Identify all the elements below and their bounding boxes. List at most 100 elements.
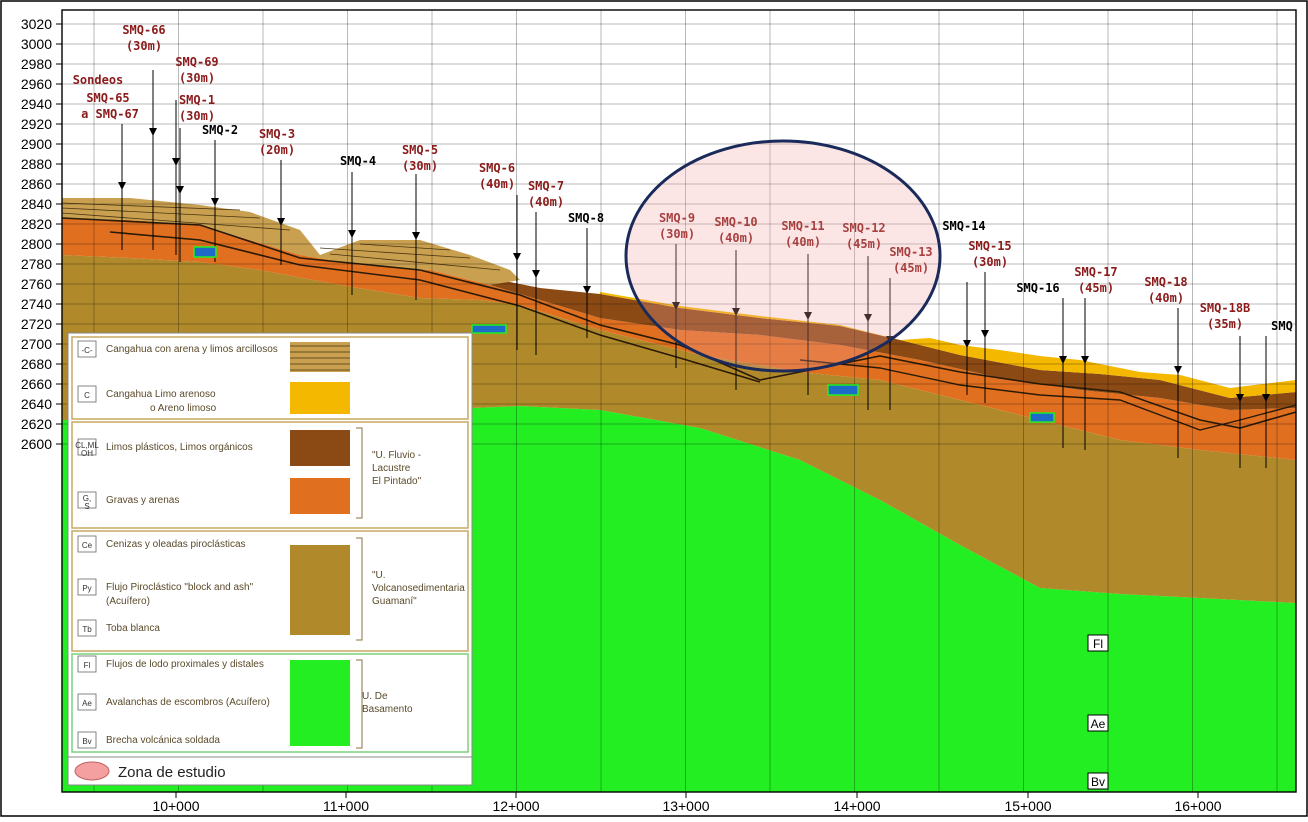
legend-code-box — [77, 491, 97, 509]
borehole-arrow — [211, 198, 219, 206]
borehole-arrow — [963, 340, 971, 348]
legend-swatch — [290, 478, 350, 514]
legend-row: Ce Cenizas y oleadas piroclásticas — [77, 535, 350, 635]
borehole-arrow — [532, 270, 540, 278]
plot-frame — [61, 9, 1297, 793]
borehole-a-smq-67: a SMQ-67 — [81, 107, 139, 250]
x-tick-label: 16+000 — [1174, 798, 1221, 814]
borehole-arrow — [1236, 394, 1244, 402]
borehole-name: SMQ-65 — [86, 91, 129, 105]
borehole-smq-69: SMQ-69 (30m) — [172, 55, 219, 255]
legend-bracket — [356, 537, 363, 641]
legend-code: Py — [82, 584, 91, 593]
x-tick-label: 10+000 — [152, 798, 199, 814]
legend-code: Ce — [82, 541, 93, 550]
borehole-name: Sondeos — [73, 73, 124, 87]
borehole-name: SMQ-17 — [1074, 265, 1117, 279]
y-tick-label: 2860 — [21, 176, 52, 192]
zona-label: Zona de estudio — [118, 764, 226, 781]
borehole-arrow — [513, 253, 521, 261]
legend-label: Cangahua Limo arenoso — [106, 389, 216, 400]
legend-code-box — [77, 535, 97, 553]
legend-bracket — [356, 659, 363, 749]
borehole-name: SMQ-4 — [340, 154, 376, 168]
borehole-smq-65: SMQ-65 — [86, 91, 129, 105]
y-tick-label: 2780 — [21, 256, 52, 272]
borehole-name: SMQ-6 — [479, 161, 515, 175]
water-marker — [827, 384, 859, 396]
group-line-1: "U. Fluvio - — [372, 450, 421, 461]
x-tick-label: 13+000 — [662, 798, 709, 814]
borehole-depth: (35m) — [1207, 317, 1243, 331]
y-tick-label: 2660 — [21, 376, 52, 392]
borehole-smq-18b: SMQ-18B(35m) — [1200, 301, 1250, 468]
legend-label-2: (Acuífero) — [106, 596, 150, 607]
borehole-arrow — [1174, 366, 1182, 374]
borehole-depth: (45m) — [1078, 281, 1114, 295]
legend-code-box — [77, 340, 97, 358]
borehole-smq-2: SMQ-2 — [202, 123, 238, 262]
borehole-name: SMQ-18 — [1144, 275, 1187, 289]
legend-label: Cenizas y oleadas piroclásticas — [106, 539, 246, 550]
grid — [62, 10, 1296, 792]
legend-code-box — [77, 385, 97, 403]
borehole-arrow — [981, 330, 989, 338]
water-marker — [1029, 412, 1055, 423]
legend-bracket — [356, 427, 363, 519]
borehole-name: SMQ-2 — [202, 123, 238, 137]
legend-label: Cangahua con arena y limos arcillosos — [106, 344, 278, 355]
borehole-smq-13: SMQ-13(45m) — [886, 245, 933, 410]
group-line-2: Volcanosedimentaria — [372, 583, 465, 594]
borehole-depth: (30m) — [972, 255, 1008, 269]
legend-code: Ae — [82, 699, 92, 708]
legend-label: Flujo Piroclástico "block and ash" — [106, 582, 254, 593]
legend-label-2: o Areno limoso — [150, 403, 217, 414]
legend-code: Bv — [82, 737, 91, 746]
borehole-smq-3: SMQ-3(20m) — [259, 127, 295, 265]
legend-group-frame — [71, 421, 469, 529]
y-axis: 3020300029802960294029202900288028602840… — [21, 16, 62, 452]
borehole-arrow — [1059, 356, 1067, 364]
legend-swatch — [290, 545, 350, 635]
legend-code: C — [84, 391, 90, 400]
legend-code-box — [77, 693, 97, 711]
y-tick-label: 2600 — [21, 436, 52, 452]
borehole-name: SMQ-12 — [842, 221, 885, 235]
borehole-smq-14: SMQ-14 — [942, 219, 986, 395]
legend-swatch — [290, 660, 350, 746]
legend-label: Brecha volcánica soldada — [106, 735, 220, 746]
legend-row: C Cangahua Limo arenoso o Areno limoso — [77, 382, 350, 414]
legend-code-box — [77, 731, 97, 749]
unit-label: Ae — [1091, 717, 1106, 731]
borehole-name: SMQ-13 — [889, 245, 932, 259]
borehole-arrow — [412, 232, 420, 240]
x-tick-label: 11+000 — [323, 798, 369, 814]
y-tick-label: 3020 — [21, 16, 52, 32]
borehole-arrow — [149, 128, 157, 136]
study-zone-ellipse — [624, 139, 942, 373]
legend-code: G, — [83, 494, 91, 503]
borehole-smq-66: SMQ-66(30m) — [122, 23, 166, 250]
group-line-1: U. De — [362, 691, 388, 702]
borehole-arrow — [172, 158, 180, 166]
borehole-depth: (40m) — [479, 177, 515, 191]
borehole-name: SMQ-69 — [175, 55, 218, 69]
y-tick-label: 2720 — [21, 316, 52, 332]
legend-swatch — [290, 342, 350, 372]
borehole-depth: (30m) — [179, 71, 215, 85]
borehole-smq: SMQ — [1262, 319, 1293, 468]
borehole-name: SMQ-1 — [179, 93, 215, 107]
y-tick-label: 2760 — [21, 276, 52, 292]
legend: -C-Cangahua con arena y limos arcillosos… — [67, 332, 473, 786]
borehole-smq-11: SMQ-11(40m) — [781, 219, 825, 395]
borehole-smq-15: SMQ-15(30m) — [968, 239, 1012, 403]
y-tick-label: 2940 — [21, 96, 52, 112]
borehole-arrow — [1262, 394, 1270, 402]
borehole-arrow — [864, 314, 872, 322]
x-tick-label: 14+000 — [833, 798, 880, 814]
